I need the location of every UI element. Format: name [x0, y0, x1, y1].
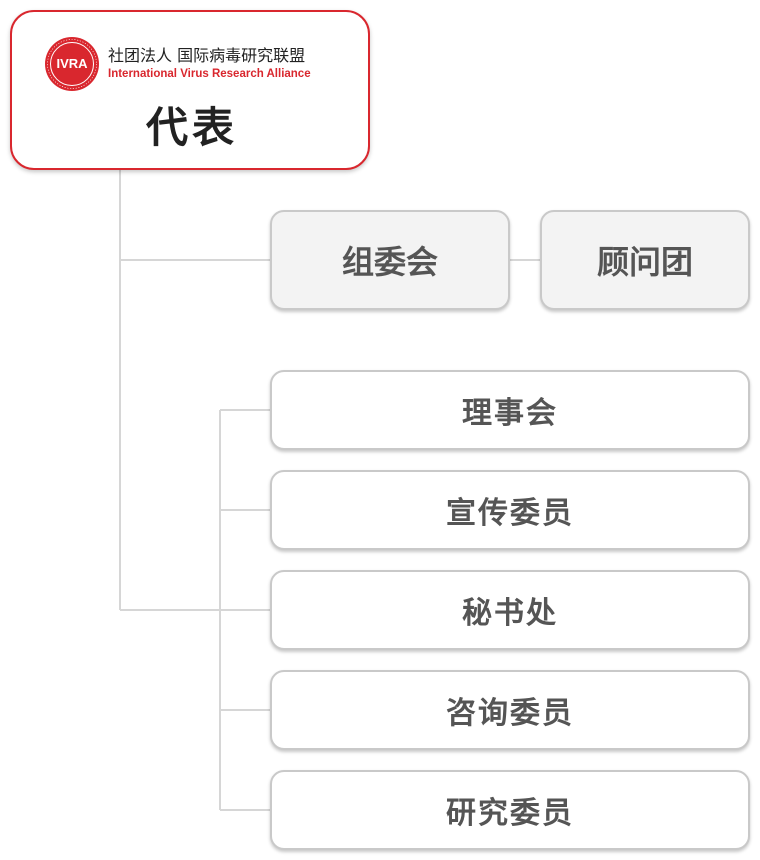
node-label: 理事会 — [462, 396, 558, 431]
representative-card: IVRA 社团法人 国际病毒研究联盟 International Virus R… — [10, 10, 370, 170]
node-label: 研究委员 — [446, 796, 574, 831]
logo-text: IVRA — [56, 56, 88, 71]
node-research-committee[interactable]: 研究委员 — [270, 770, 750, 850]
node-board-of-directors[interactable]: 理事会 — [270, 370, 750, 450]
node-label: 顾问团 — [596, 243, 693, 281]
organization-name-en: International Virus Research Alliance — [108, 68, 311, 80]
node-label: 咨询委员 — [446, 696, 574, 731]
node-consulting-committee[interactable]: 咨询委员 — [270, 670, 750, 750]
node-label: 宣传委员 — [446, 496, 574, 531]
node-advisory-group[interactable]: 顾问团 — [540, 210, 750, 310]
organization-name-cn: 社团法人 国际病毒研究联盟 — [108, 46, 306, 65]
ivra-logo: IVRA — [45, 37, 99, 91]
node-secretariat[interactable]: 秘书处 — [270, 570, 750, 650]
node-label: 组委会 — [341, 243, 438, 281]
node-organizing-committee[interactable]: 组委会 — [270, 210, 510, 310]
representative-title: 代表 — [145, 103, 238, 152]
node-publicity-committee[interactable]: 宣传委员 — [270, 470, 750, 550]
node-label: 秘书处 — [462, 596, 558, 631]
